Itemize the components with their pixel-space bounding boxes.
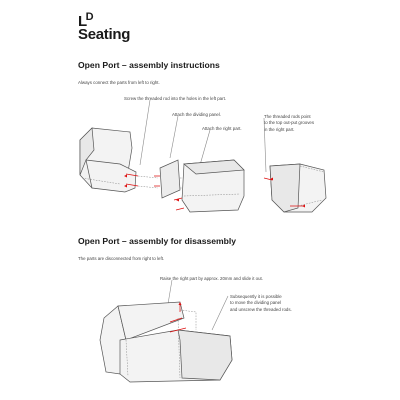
- assembly-note: The threaded rods point to the top out-p…: [264, 114, 315, 132]
- leader-line-step2: [169, 115, 179, 159]
- assembly-heading: Open Port – assembly instructions: [78, 60, 220, 70]
- disassembly-step-raise: Raise the right part by approx. 20mm and…: [160, 276, 263, 281]
- leader-line-step1: [139, 99, 151, 166]
- disassembly-intro: The parts are disconnected from right to…: [78, 256, 165, 261]
- right-seat-part: [173, 159, 245, 213]
- disassembly-sofa: [99, 301, 233, 383]
- disassembly-note: Subsequently it is possible to move the …: [230, 294, 292, 312]
- disassembly-heading: Open Port – assembly for disassembly: [78, 236, 237, 246]
- leader-line-dividing: [211, 295, 229, 331]
- left-seat-part: [79, 127, 159, 193]
- dividing-panel: [154, 159, 196, 199]
- leader-line-note: [263, 117, 267, 173]
- assembly-step-screw-rod: Screw the threaded rod into the holes in…: [124, 96, 227, 101]
- ld-seating-logo: LD Seating: [78, 11, 131, 43]
- assembly-step-right-part: Attach the right part.: [202, 126, 242, 131]
- assembly-intro: Always connect the parts from left to ri…: [78, 80, 160, 85]
- leader-line-step3: [199, 129, 211, 166]
- detail-view-groove: [263, 163, 327, 213]
- assembly-step-dividing-panel: Attach the dividing panel.: [172, 112, 222, 117]
